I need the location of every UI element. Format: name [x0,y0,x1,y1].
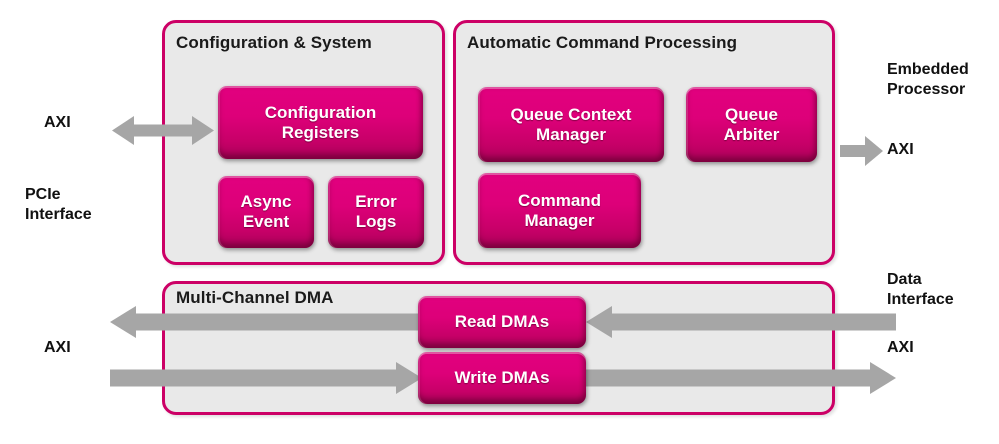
block-queue-context-manager[interactable]: Queue Context Manager [478,87,664,162]
panel-title-configuration-system: Configuration & System [176,33,372,52]
caption-left-axi-top: AXI [44,114,71,131]
block-label-queue-context-manager: Queue Context Manager [510,104,632,144]
block-read-dmas[interactable]: Read DMAs [418,296,586,348]
block-label-write-dmas: Write DMAs [454,368,550,388]
block-error-logs[interactable]: Error Logs [328,176,424,248]
panel-title-automatic-command-processing: Automatic Command Processing [467,33,738,52]
block-async-event[interactable]: Async Event [218,176,314,248]
block-queue-arbiter[interactable]: Queue Arbiter [686,87,817,162]
write-dma-out-arrow [586,362,896,394]
write-dma-in-arrow [110,362,422,394]
embedded-processor-arrow [840,136,883,166]
block-configuration-registers[interactable]: Configuration Registers [218,86,423,159]
config-bidirectional-arrow [112,114,214,147]
caption-right-embedded-processor: Embedded Processor [887,61,969,98]
caption-left-pcie-interface: PCIe Interface [25,186,92,223]
caption-right-axi-top: AXI [887,141,914,158]
block-label-configuration-registers: Configuration Registers [264,102,377,142]
caption-right-data-interface: Data Interface [887,271,954,308]
block-command-manager[interactable]: Command Manager [478,173,641,248]
block-label-queue-arbiter: Queue Arbiter [723,104,780,144]
read-dma-out-arrow [110,306,422,338]
read-dma-in-arrow [586,306,896,338]
panel-title-multi-channel-dma: Multi-Channel DMA [176,288,334,307]
caption-left-axi-bottom: AXI [44,339,71,356]
block-label-read-dmas: Read DMAs [454,312,550,332]
block-label-async-event: Async Event [240,192,292,231]
block-write-dmas[interactable]: Write DMAs [418,352,586,404]
block-label-command-manager: Command Manager [517,190,602,230]
block-label-error-logs: Error Logs [355,192,397,231]
caption-right-axi-bottom: AXI [887,339,914,356]
